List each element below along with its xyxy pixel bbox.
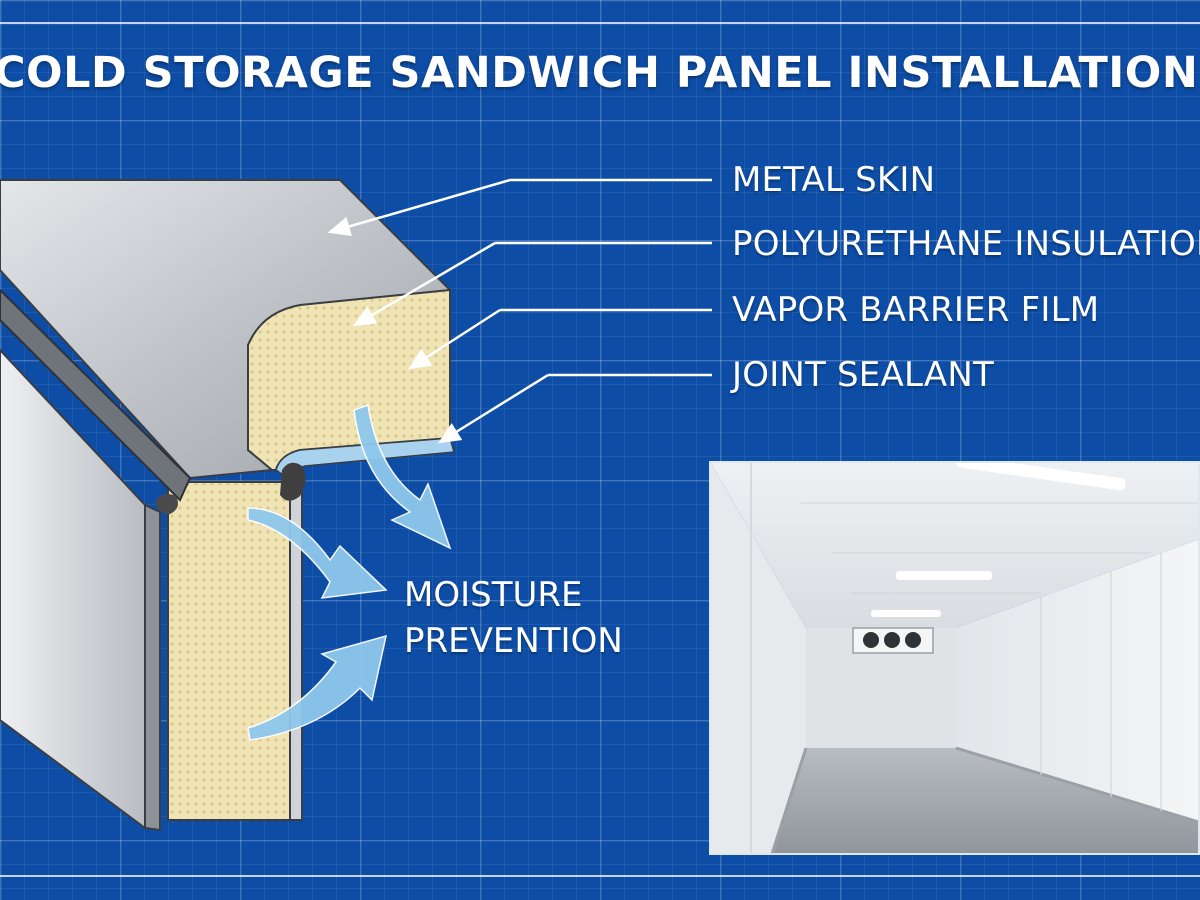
label-metal-skin: METAL SKIN xyxy=(732,160,936,200)
leader-line-insulation-2 xyxy=(352,241,496,327)
moisture-arrow-1 xyxy=(353,403,452,550)
label-polyurethane-insulation: POLYURETHANE INSULATION xyxy=(732,224,1200,264)
vertical-insulation-core xyxy=(167,481,291,821)
label-vapor-barrier-film: VAPOR BARRIER FILM xyxy=(732,290,1100,330)
joint-sealant-bead xyxy=(280,462,306,501)
cold-room-interior-photo xyxy=(709,461,1200,855)
leader-line-vapor-barrier-2 xyxy=(407,308,501,370)
wall-panel-edge xyxy=(144,503,161,832)
leader-line-metal-skin-2 xyxy=(327,178,511,237)
ceiling-light xyxy=(956,463,1126,491)
joint-sealant-bead-small xyxy=(155,494,178,514)
page-title: COLD STORAGE SANDWICH PANEL INSTALLATION xyxy=(0,48,1199,98)
floor-trim-left xyxy=(770,747,808,853)
ceiling-light xyxy=(871,610,941,617)
bottom-frame-line xyxy=(0,875,1200,877)
metal-edge-rail xyxy=(0,288,192,502)
evaporator-fan-unit xyxy=(852,627,934,654)
leader-line-sealant-2 xyxy=(437,373,549,444)
moisture-label-line-1: MOISTURE xyxy=(404,575,583,615)
top-frame-line xyxy=(0,22,1200,24)
ceiling-light xyxy=(896,571,992,580)
cold-room-illustration xyxy=(711,463,1198,853)
moisture-arrow-2 xyxy=(247,507,388,599)
room-ceiling xyxy=(711,463,1198,628)
moisture-prevention-label: MOISTURE PREVENTION xyxy=(404,572,623,664)
room-floor xyxy=(772,748,1198,853)
room-left-wall xyxy=(711,463,806,853)
label-joint-sealant: JOINT SEALANT xyxy=(732,355,994,395)
moisture-label-line-2: PREVENTION xyxy=(404,621,623,661)
room-right-wall xyxy=(956,539,1198,822)
moisture-arrow-3 xyxy=(247,634,387,741)
